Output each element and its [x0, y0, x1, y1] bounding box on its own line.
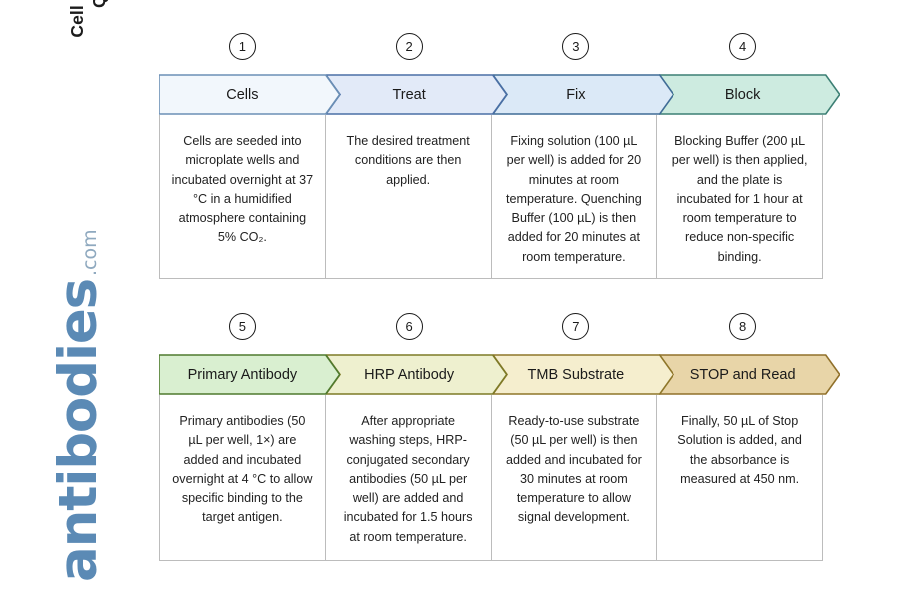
step-number-text: 6	[405, 319, 413, 334]
chevron-shape	[659, 74, 840, 115]
step-number-text: 2	[405, 39, 413, 54]
step-badge-strip-1: 1 2 3 4	[159, 33, 826, 74]
step-number-badge-5: 5	[228, 313, 256, 340]
step-chevron-7: TMB Substrate	[492, 354, 674, 395]
step-description-text: Ready-to-use substrate (50 µL per well) …	[505, 414, 642, 525]
page-title-line-1: Cell Based ELISA Kits	[66, 0, 88, 38]
chevron-shape	[159, 354, 340, 395]
step-label-1: Cells	[226, 86, 259, 103]
step-description-cell-6: After appropriate washing steps, HRP-con…	[324, 395, 492, 561]
step-chevron-2: Treat	[325, 74, 507, 115]
step-chevron-1: Cells	[159, 74, 340, 115]
step-label-2: Treat	[392, 86, 426, 103]
step-chevron-5: Primary Antibody	[159, 354, 340, 395]
brand-logo-name: antibodies	[48, 279, 109, 582]
step-number-badge-3: 3	[562, 33, 590, 60]
step-description-cell-5: Primary antibodies (50 µL per well, 1×) …	[159, 395, 326, 561]
step-description-text: Finally, 50 µL of Stop Solution is added…	[677, 414, 802, 486]
step-chevron-8: STOP and Read	[659, 354, 840, 395]
step-number-badge-8: 8	[729, 313, 757, 340]
step-number-badge-7: 7	[562, 313, 590, 340]
step-description-text: After appropriate washing steps, HRP-con…	[343, 414, 473, 544]
chevron-shape	[325, 354, 507, 395]
description-strip-2: Primary antibodies (50 µL per well, 1×) …	[159, 395, 826, 561]
step-description-cell-8: Finally, 50 µL of Stop Solution is added…	[656, 395, 823, 561]
brand-logo: antibodies .com	[48, 229, 124, 582]
chevron-shape	[159, 74, 340, 115]
step-number-badge-2: 2	[395, 33, 423, 60]
step-description-text: Blocking Buffer (200 µL per well) is the…	[671, 134, 808, 264]
step-badge-strip-2: 5 6 7 8	[159, 313, 826, 354]
step-number-badge-1: 1	[228, 33, 256, 60]
step-number-text: 4	[739, 39, 747, 54]
step-description-cell-1: Cells are seeded into microplate wells a…	[159, 115, 326, 279]
step-number-text: 5	[238, 319, 246, 334]
step-description-cell-3: Fixing solution (100 µL per well) is add…	[490, 115, 658, 279]
step-chevron-4: Block	[659, 74, 840, 115]
protocol-row-2: 5 6 7 8 Primary Antibody HRP Antibody TMB Sub…	[159, 313, 840, 561]
step-label-8: STOP and Read	[689, 366, 796, 383]
chevron-shape	[492, 354, 674, 395]
step-description-text: Cells are seeded into microplate wells a…	[171, 134, 314, 245]
step-chevron-6: HRP Antibody	[325, 354, 507, 395]
page-title: Cell Based ELISA Kits Quick Protocol	[58, 0, 118, 80]
chevron-shape	[325, 74, 507, 115]
step-label-3: Fix	[566, 86, 586, 103]
step-chevron-3: Fix	[492, 74, 674, 115]
protocol-row-1: 1 2 3 4 Cells Treat Fix Block Cells are seeded…	[159, 33, 840, 279]
chevron-shape	[659, 354, 840, 395]
step-description-cell-2: The desired treatment conditions are the…	[324, 115, 492, 279]
step-number-text: 8	[739, 319, 747, 334]
step-number-badge-4: 4	[729, 33, 757, 60]
step-number-text: 7	[572, 319, 580, 334]
step-description-text: The desired treatment conditions are the…	[346, 134, 470, 187]
chevron-shape	[492, 74, 674, 115]
page-title-line-2: Quick Protocol	[88, 0, 110, 8]
step-label-7: TMB Substrate	[527, 366, 625, 383]
step-label-5: Primary Antibody	[187, 366, 298, 383]
step-number-text: 1	[238, 39, 246, 54]
step-number-badge-6: 6	[395, 313, 423, 340]
description-strip-1: Cells are seeded into microplate wells a…	[159, 115, 826, 279]
step-description-text: Fixing solution (100 µL per well) is add…	[505, 134, 642, 264]
step-description-cell-7: Ready-to-use substrate (50 µL per well) …	[490, 395, 658, 561]
chevron-strip-1: Cells Treat Fix Block	[159, 74, 840, 115]
brand-logo-tld: .com	[79, 229, 101, 277]
chevron-strip-2: Primary Antibody HRP Antibody TMB Substrat…	[159, 354, 840, 395]
step-label-4: Block	[724, 86, 761, 103]
step-label-6: HRP Antibody	[364, 366, 455, 383]
step-description-text: Primary antibodies (50 µL per well, 1×) …	[172, 414, 313, 525]
step-number-text: 3	[572, 39, 580, 54]
step-description-cell-4: Blocking Buffer (200 µL per well) is the…	[656, 115, 823, 279]
